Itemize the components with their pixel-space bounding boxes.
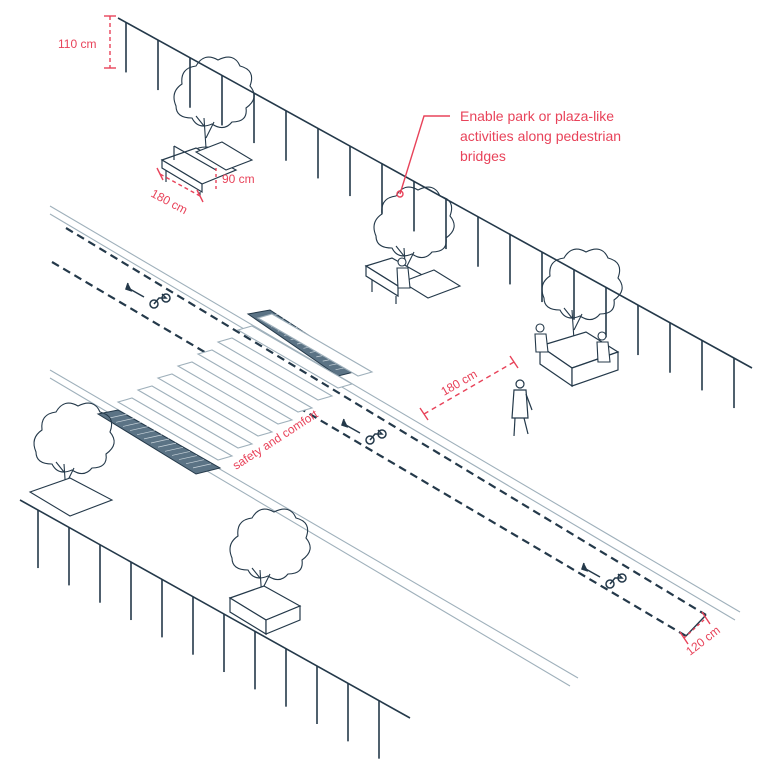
bicycle-icon <box>149 293 171 309</box>
crosswalk-stripe <box>196 349 314 413</box>
callout-text: Enable park or plaza-like activities alo… <box>460 108 625 164</box>
planter-4 <box>28 477 114 517</box>
tree-trunk <box>195 115 215 149</box>
callout-line-1: Enable park or plaza-like <box>460 108 614 124</box>
drain-grate-bottom <box>96 409 222 475</box>
person-seated-1 <box>534 323 549 353</box>
crosswalk-stripe <box>176 361 294 425</box>
bicycle-icon <box>605 573 627 589</box>
railing-height-label: 110 cm <box>58 37 96 51</box>
grate-bar <box>108 413 128 419</box>
crosswalk-stripe <box>216 337 334 401</box>
grate-bar <box>157 442 177 448</box>
grate-bar <box>150 438 170 444</box>
crosswalk-stripe <box>116 397 234 461</box>
grate-bar <box>115 417 135 423</box>
tree-canopy <box>33 402 115 475</box>
person-walking <box>511 379 533 437</box>
callout-leader <box>396 115 450 198</box>
direction-arrow-icon <box>125 282 145 298</box>
bike-marker <box>341 418 387 445</box>
planter-3 <box>538 331 620 388</box>
grate-bar <box>178 455 198 460</box>
crosswalk-stripe <box>236 325 354 389</box>
planter-5 <box>228 585 302 636</box>
person-seated-3 <box>396 257 411 289</box>
person-seated-2 <box>596 331 611 363</box>
tree <box>541 248 623 346</box>
bike-lane-width-label: 120 cm <box>683 623 723 658</box>
direction-arrow-icon <box>581 562 601 578</box>
tree-canopy <box>229 508 311 581</box>
planter-2 <box>400 269 462 299</box>
bike-lane-edge-top <box>65 227 707 616</box>
crosswalk <box>116 313 374 461</box>
dim-bike-lane-width <box>679 611 711 645</box>
callout-line-2: activities along pedestrian <box>460 128 621 144</box>
tree-canopy <box>541 248 623 321</box>
bike-marker <box>581 562 627 589</box>
planter-1 <box>194 141 254 171</box>
dim-walkway-width <box>419 355 519 421</box>
top-railing <box>117 17 753 409</box>
direction-arrow-icon <box>341 418 361 434</box>
grate-bar <box>185 459 205 465</box>
bike-marker <box>125 282 171 309</box>
trees <box>33 56 623 606</box>
bottom-railing <box>19 499 411 759</box>
crosswalk-stripe <box>136 385 254 449</box>
grate-bar <box>129 426 149 431</box>
bike-markers <box>125 282 627 589</box>
dim-bench-length <box>156 167 204 203</box>
tree-canopy <box>373 186 455 259</box>
bench-1 <box>160 145 238 196</box>
grate-bar <box>171 451 191 456</box>
bicycle-icon <box>365 429 387 445</box>
bike-lane <box>51 227 707 637</box>
grate-bar <box>122 422 142 427</box>
crosswalk-stripe <box>256 313 374 377</box>
grate-bar <box>192 463 212 469</box>
bike-lane-edge-bottom <box>51 261 687 637</box>
callout-line-3: bridges <box>460 148 506 164</box>
grate-bar <box>164 446 184 452</box>
bench-depth-label: 90 cm <box>222 172 255 186</box>
tree-canopy <box>173 56 255 129</box>
dim-railing-height <box>104 15 116 69</box>
grate-bar <box>143 434 163 440</box>
crosswalk-stripe <box>156 373 274 437</box>
grate-bar <box>136 430 156 436</box>
bench-length-label: 180 cm <box>149 186 190 217</box>
deck-edges <box>49 205 741 687</box>
